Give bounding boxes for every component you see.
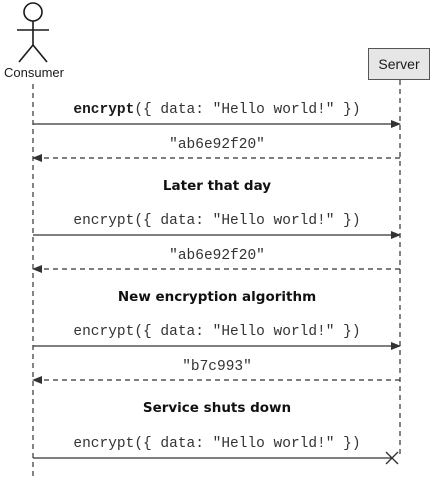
consumer-actor-icon bbox=[17, 2, 49, 63]
request-message-label: encrypt({ data: "Hello world!" }) bbox=[30, 101, 404, 119]
consumer-label: Consumer bbox=[4, 65, 64, 80]
note-label: Later that day bbox=[162, 178, 272, 194]
note-label: New encryption algorithm bbox=[117, 289, 317, 305]
function-args: ({ data: "Hello world!" }) bbox=[134, 324, 361, 340]
request-message-label: encrypt({ data: "Hello world!" }) bbox=[30, 323, 404, 341]
server-label: Server bbox=[378, 56, 420, 72]
function-name: encrypt bbox=[73, 102, 135, 118]
response-message-label: "ab6e92f20" bbox=[169, 137, 265, 153]
function-name: encrypt bbox=[73, 213, 135, 229]
function-name: encrypt bbox=[73, 436, 135, 452]
function-args: ({ data: "Hello world!" }) bbox=[134, 436, 361, 452]
request-message-label: encrypt({ data: "Hello world!" }) bbox=[30, 435, 404, 453]
note-label: Service shuts down bbox=[142, 400, 292, 416]
function-args: ({ data: "Hello world!" }) bbox=[134, 213, 361, 229]
destroy-x-icon bbox=[385, 451, 399, 465]
response-message-label: "b7c993" bbox=[182, 359, 252, 375]
server-actor-box: Server bbox=[368, 48, 430, 80]
function-args: ({ data: "Hello world!" }) bbox=[134, 102, 361, 118]
request-message-label: encrypt({ data: "Hello world!" }) bbox=[30, 212, 404, 230]
function-name: encrypt bbox=[73, 324, 135, 340]
response-message-label: "ab6e92f20" bbox=[169, 248, 265, 264]
